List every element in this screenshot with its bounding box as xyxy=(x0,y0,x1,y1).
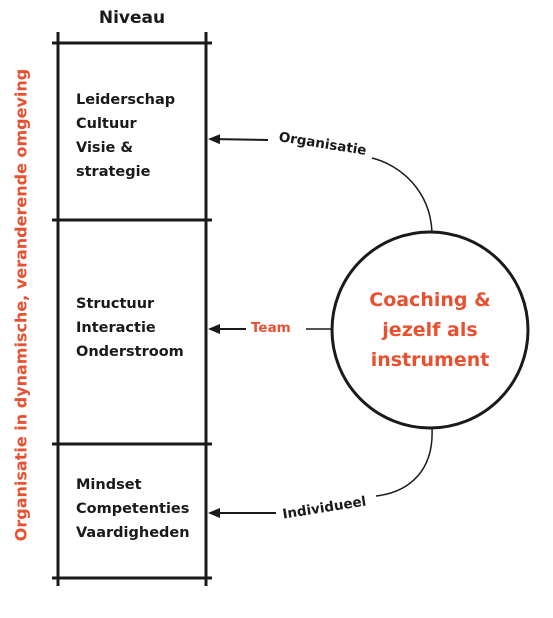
level-organisatie: Leiderschap Cultuur Visie & strategie xyxy=(76,88,175,184)
column-header: Niveau xyxy=(98,8,166,28)
individueel-connector xyxy=(375,427,433,497)
organisatie-label: Organisatie xyxy=(278,129,368,159)
center-line: instrument xyxy=(370,349,490,371)
level-line: Mindset xyxy=(76,477,142,493)
level-line: Interactie xyxy=(76,320,156,336)
coaching-circle xyxy=(330,230,530,430)
center-label: Coaching & jezelf als instrument xyxy=(330,285,530,375)
level-team: Structuur Interactie Onderstroom xyxy=(76,292,184,364)
organisatie-arrow xyxy=(208,134,269,145)
level-line: Vaardigheden xyxy=(76,525,190,541)
team-label: Team xyxy=(251,320,291,336)
level-line: Competenties xyxy=(76,501,190,517)
level-line: Leiderschap xyxy=(76,92,176,108)
organisatie-connector xyxy=(371,157,433,233)
level-individueel: Mindset Competenties Vaardigheden xyxy=(76,473,190,545)
center-line: Coaching & xyxy=(369,289,491,311)
level-line: Onderstroom xyxy=(76,344,184,360)
level-line: Structuur xyxy=(76,296,155,312)
level-line: Cultuur xyxy=(76,116,137,132)
level-line: Visie & xyxy=(76,140,134,156)
individueel-label: Individueel xyxy=(281,494,367,523)
center-line: jezelf als xyxy=(382,319,478,341)
level-line: strategie xyxy=(76,164,151,180)
